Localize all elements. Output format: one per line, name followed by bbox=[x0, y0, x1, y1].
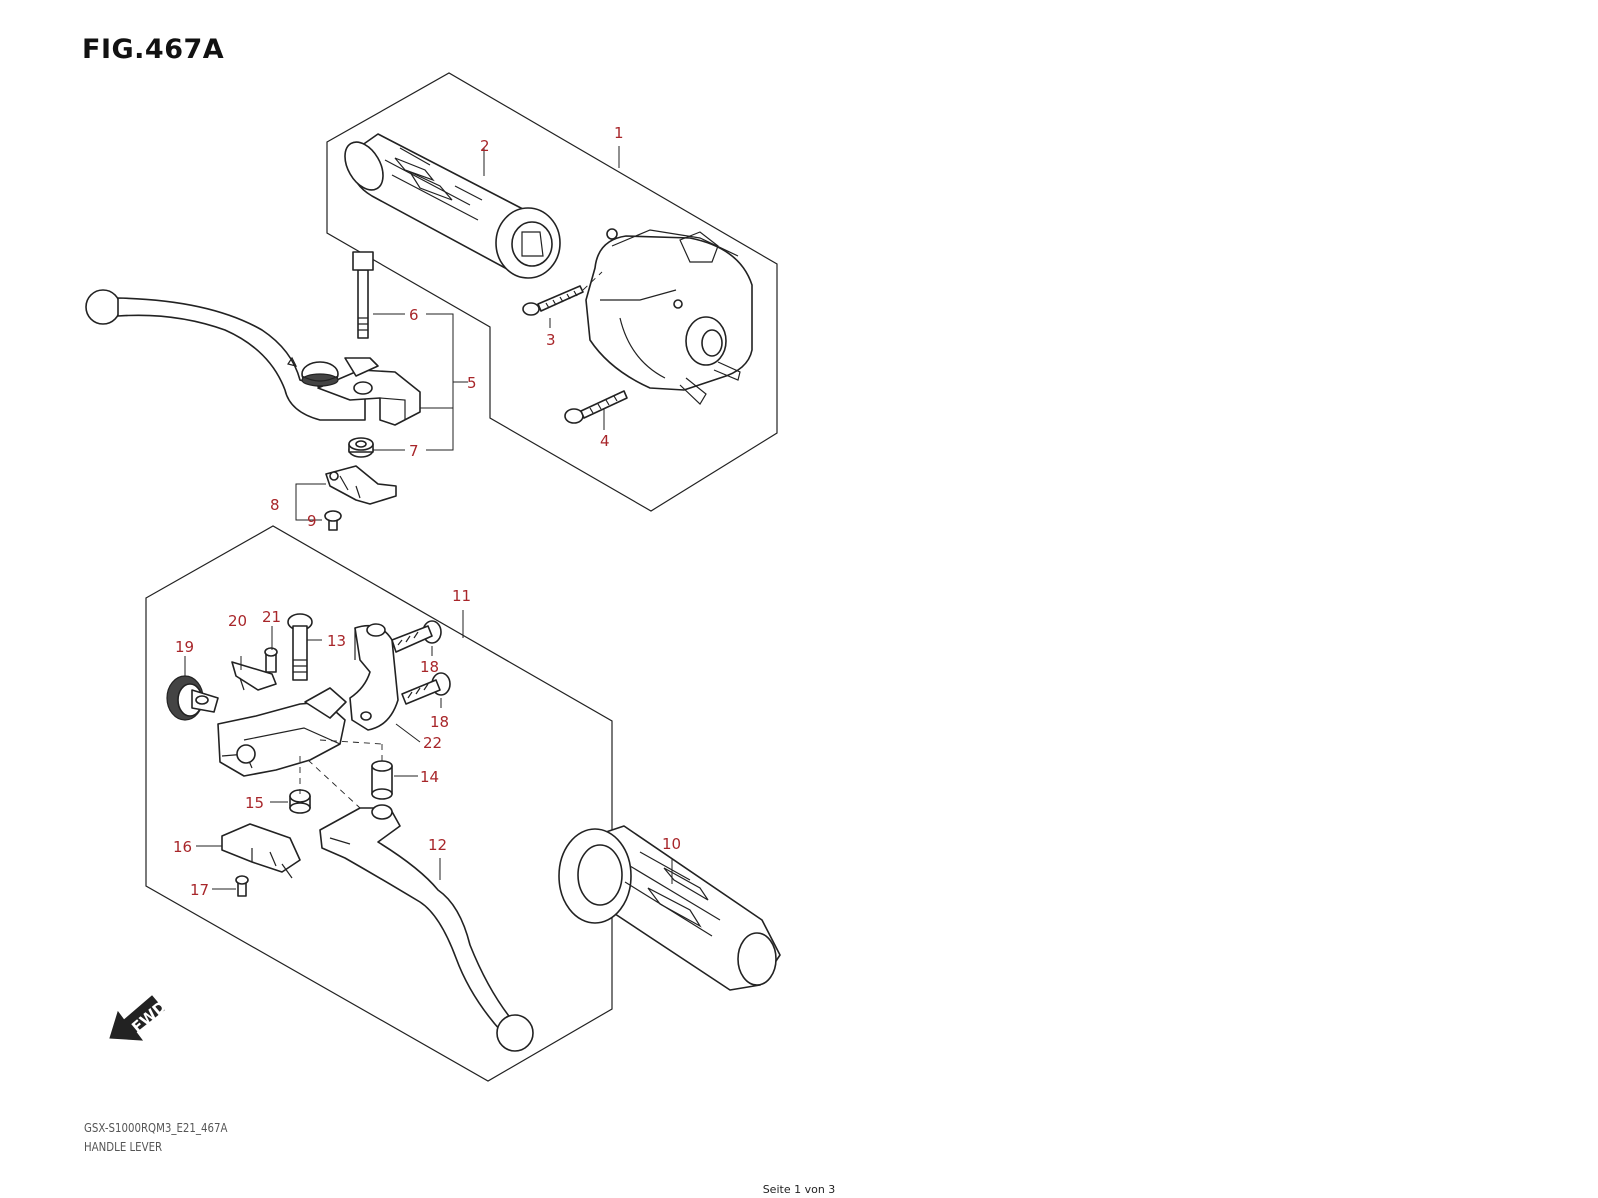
figure-caption: HANDLE LEVER bbox=[84, 1140, 163, 1154]
clutch-switch-16[interactable] bbox=[221, 823, 301, 879]
callout-20: 20 bbox=[228, 612, 247, 630]
switch-screw-17[interactable] bbox=[235, 875, 249, 897]
screw-3[interactable] bbox=[522, 285, 584, 316]
left-handlebar-grip[interactable] bbox=[558, 825, 781, 991]
pivot-bolt-6[interactable] bbox=[352, 251, 374, 339]
adjuster-dial-19[interactable] bbox=[166, 675, 219, 721]
callout-18-lower: 18 bbox=[430, 713, 449, 731]
callout-15: 15 bbox=[245, 794, 264, 812]
small-screw-21[interactable] bbox=[264, 647, 278, 673]
group-1-outline bbox=[326, 72, 778, 512]
handlebar-switch-housing[interactable] bbox=[585, 228, 753, 405]
callout-11: 11 bbox=[452, 587, 471, 605]
callout-21: 21 bbox=[262, 608, 281, 626]
nut-15[interactable] bbox=[289, 789, 311, 814]
callout-7: 7 bbox=[409, 442, 419, 460]
switch-screw-9[interactable] bbox=[324, 510, 342, 531]
callout-6: 6 bbox=[409, 306, 419, 324]
callout-17: 17 bbox=[190, 881, 209, 899]
callout-19: 19 bbox=[175, 638, 194, 656]
front-stop-switch[interactable] bbox=[325, 465, 397, 505]
callout-12: 12 bbox=[428, 836, 447, 854]
lever-nut-7[interactable] bbox=[348, 437, 374, 458]
clutch-lever-holder[interactable] bbox=[217, 687, 347, 777]
clutch-lever[interactable] bbox=[319, 804, 534, 1052]
callout-2: 2 bbox=[480, 137, 490, 155]
page-footer: Seite 1 von 3 bbox=[762, 1183, 836, 1196]
callout-1: 1 bbox=[614, 124, 624, 142]
forward-arrow-icon: FWD bbox=[109, 995, 170, 1041]
callout-4: 4 bbox=[600, 432, 610, 450]
clamp-bolt-18-upper[interactable] bbox=[391, 620, 442, 653]
front-brake-lever[interactable] bbox=[85, 289, 421, 426]
screw-4[interactable] bbox=[564, 390, 628, 424]
callout-9: 9 bbox=[307, 512, 317, 530]
callout-14: 14 bbox=[420, 768, 439, 786]
group-11-outline bbox=[145, 525, 613, 1082]
model-code: GSX-S1000RQM3_E21_467A bbox=[84, 1121, 228, 1135]
callout-16: 16 bbox=[173, 838, 192, 856]
figure-title: FIG.467A bbox=[82, 34, 225, 65]
callout-10: 10 bbox=[662, 835, 681, 853]
bushing-14[interactable] bbox=[371, 760, 393, 800]
throttle-grip[interactable] bbox=[337, 133, 561, 279]
callout-13: 13 bbox=[327, 632, 346, 650]
callout-5: 5 bbox=[467, 374, 477, 392]
clamp-bolt-18-lower[interactable] bbox=[401, 672, 451, 705]
callout-22: 22 bbox=[423, 734, 442, 752]
callout-3: 3 bbox=[546, 331, 556, 349]
pivot-bolt-13[interactable] bbox=[287, 613, 313, 681]
holder-clamp-22[interactable] bbox=[349, 623, 399, 731]
callout-18-upper: 18 bbox=[420, 658, 439, 676]
callout-8: 8 bbox=[270, 496, 280, 514]
